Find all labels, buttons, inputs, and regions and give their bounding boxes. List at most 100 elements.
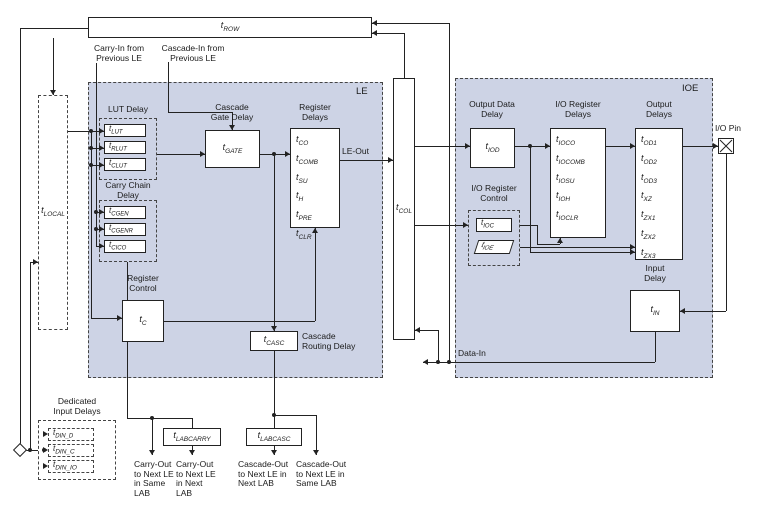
carry-in-label: Carry-In from Previous LE [93, 43, 145, 63]
param-iosu: tIOSU [556, 171, 575, 185]
connector-line [157, 154, 205, 155]
arrowhead [33, 259, 38, 265]
register-delays-box: tCO tCOMB tSU tH tPRE tCLR [290, 128, 340, 241]
connector-line [372, 33, 404, 34]
junction-dot [528, 144, 532, 148]
param-pre: tPRE [296, 209, 312, 222]
connector-line [423, 362, 655, 363]
arrowhead [50, 90, 56, 95]
io-register-delays-title: I/O Register Delays [555, 99, 601, 119]
connector-line [53, 38, 54, 95]
t-gate-box: tGATE [205, 130, 260, 168]
connector-line [449, 23, 450, 362]
t-din-d-box: tDIN_D [48, 428, 94, 441]
connector-line [372, 23, 449, 24]
junction-dot [94, 227, 98, 231]
param-su: tSU [296, 171, 308, 185]
connector-line [168, 112, 232, 113]
junction-dot [272, 413, 276, 417]
connector-line [520, 225, 537, 226]
arrowhead [117, 315, 122, 321]
io-register-control-group [468, 210, 520, 266]
param-ioe: tIOE [480, 240, 494, 252]
param-od1: tOD1 [641, 134, 657, 147]
arrowhead [99, 128, 104, 134]
connector-line [192, 418, 193, 428]
junction-dot [89, 146, 93, 150]
cascade-in-label: Cascade-In from Previous LE [161, 43, 225, 63]
t-local-box: tLOCAL [38, 95, 68, 330]
param-casc: tCASC [263, 333, 285, 347]
junction-dot [272, 152, 276, 156]
arrowhead [465, 143, 470, 149]
arrowhead [313, 450, 319, 455]
junction-dot [94, 210, 98, 214]
connector-line [726, 154, 727, 311]
junction-dot [447, 360, 451, 364]
cascade-out-next-lab-label: Cascade-Out to Next LE in Next LAB [238, 459, 289, 488]
param-cgenr: tCGENR [109, 222, 133, 235]
output-data-delay-title: Output Data Delay [469, 99, 515, 119]
connector-line [683, 146, 718, 147]
output-delays-box: tOD1 tOD2 tOD3 tXZ tZX1 tZX2 tZX3 [635, 128, 683, 260]
connector-line [680, 311, 726, 312]
connector-line [91, 148, 104, 149]
input-delay-title: Input Delay [644, 263, 666, 283]
t-clut-box: tCLUT [104, 158, 146, 171]
param-gate: tGATE [222, 141, 243, 155]
param-h: tH [296, 190, 304, 204]
arrowhead [99, 145, 104, 151]
connector-line [91, 131, 92, 318]
arrowhead [630, 249, 635, 255]
arrowhead [388, 157, 393, 163]
t-col-box: tCOL [393, 78, 415, 340]
param-co: tCO [296, 134, 309, 147]
param-din-io: tDIN_IO [53, 460, 77, 472]
param-labcasc: tLABCASC [257, 429, 291, 443]
register-delays-title: Register Delays [299, 102, 331, 122]
cascade-routing-title: Cascade Routing Delay [302, 331, 356, 351]
t-in-box: tIN [630, 290, 680, 332]
t-ioc-box: tIOC [476, 218, 512, 232]
param-comb: tCOMB [296, 152, 319, 166]
t-din-io-box: tDIN_IO [48, 460, 94, 473]
arrowhead [463, 222, 468, 228]
arrowhead [229, 125, 235, 130]
param-din-d: tDIN_D [53, 427, 74, 440]
connector-line [537, 244, 560, 245]
junction-dot [436, 360, 440, 364]
connector-line [20, 28, 21, 448]
param-cico: tCICO [109, 239, 127, 252]
arrowhead [99, 209, 104, 215]
connector-line [26, 450, 44, 451]
arrowhead [99, 226, 104, 232]
arrowhead [680, 308, 685, 314]
arrowhead [285, 151, 290, 157]
connector-line [655, 332, 656, 362]
arrowhead [43, 463, 48, 469]
t-casc-box: tCASC [250, 331, 298, 351]
connector-line [520, 247, 635, 248]
param-ioclr: tIOCLR [556, 209, 579, 222]
param-rlut: tRLUT [109, 140, 127, 153]
connector-line [152, 418, 153, 455]
connector-line [127, 418, 192, 419]
arrowhead [200, 151, 205, 157]
arrowhead [557, 238, 563, 243]
data-in-label: Data-In [458, 348, 486, 358]
param-col: tCOL [396, 201, 412, 215]
t-cgen-box: tCGEN [104, 206, 146, 219]
arrowhead [99, 162, 104, 168]
connector-line [274, 351, 275, 428]
t-row-box: tROW [88, 17, 372, 38]
dedicated-input-pin-icon [12, 442, 28, 458]
param-clut: tCLUT [109, 157, 127, 170]
param-iod: tIOD [485, 140, 500, 154]
arrowhead [271, 450, 277, 455]
junction-dot [89, 129, 93, 133]
junction-dot [150, 416, 154, 420]
param-ioco: tIOCO [556, 134, 576, 147]
le-region-label: LE [356, 86, 368, 97]
param-c: tC [139, 313, 147, 327]
param-ioc: tIOC [481, 218, 494, 230]
